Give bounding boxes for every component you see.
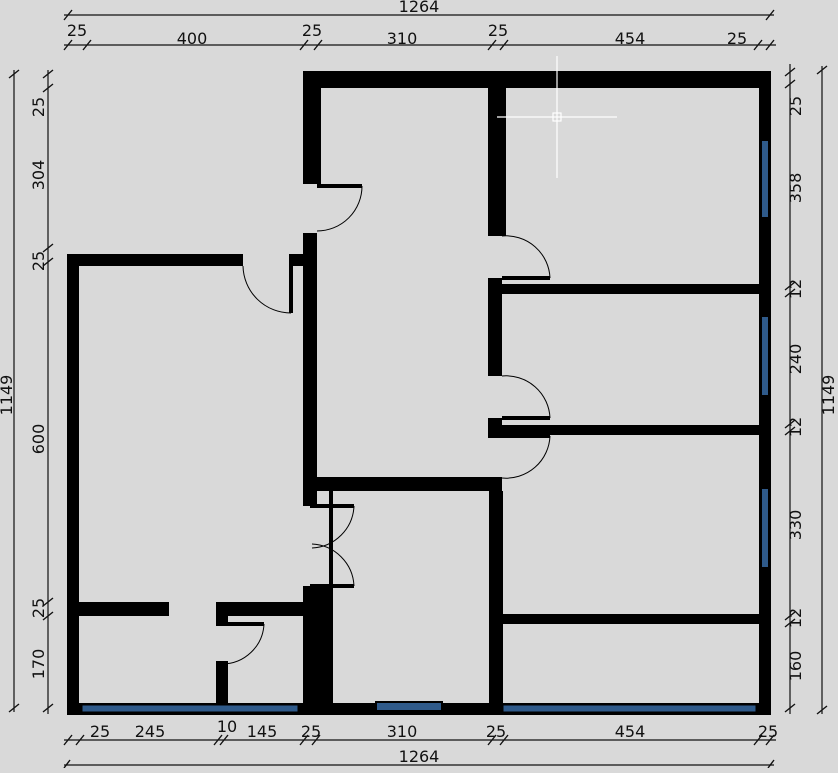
right-total-label: 1149 [819,375,838,416]
outer-wall-top-right [303,71,771,84]
left-dim-3: 25 [29,251,48,271]
right-dim-4: 240 [786,344,805,375]
right-dim-3: 12 [786,279,805,299]
top-dimensions: 1264 25 400 25 310 25 454 25 [63,0,776,51]
bottom-dim-8: 454 [615,722,646,741]
left-dim-1: 25 [29,97,48,117]
door-left-room-swing [242,265,292,314]
wall-hall-left [303,266,317,506]
top-total-label: 1264 [399,0,440,16]
wall-small-room-left [315,586,329,703]
wall-room-divider-1 [502,284,759,294]
wall-lower-stub [216,602,228,626]
hall-inner-left [317,84,321,184]
wall-lower-right [303,616,317,703]
top-dim-3: 25 [302,21,322,40]
outer-wall-top-left [67,254,243,266]
top-dim-6: 454 [615,29,646,48]
wall-hall-bottom [317,477,502,491]
wall-lower-mid [216,602,317,616]
left-dim-5: 25 [29,598,48,618]
wall-small-room-inner [329,491,333,703]
bottom-dim-7: 25 [486,722,506,741]
door-hall-top-swing [316,185,363,232]
wall-hall-right-1 [488,84,502,236]
door-small-room-top-swing [311,505,355,549]
bottom-dim-6: 310 [387,722,418,741]
wall-hall-right-2 [488,278,502,376]
bottom-dim-4: 145 [247,722,278,741]
left-dim-2: 304 [29,160,48,191]
bottom-total-label: 1264 [399,747,440,766]
door-small-room-bottom-swing [311,543,355,587]
right-dim-7: 12 [786,608,805,628]
wall-lower-left [79,602,169,616]
top-dim-4: 310 [387,29,418,48]
bottom-dim-2: 245 [135,722,166,741]
door-bathroom-swing [221,623,265,665]
door-bedroom-3-swing [501,435,551,479]
wall-room-divider-2 [502,425,759,435]
right-dimensions: 25 358 12 240 12 330 12 160 1149 [784,64,838,715]
right-dim-6: 330 [786,510,805,541]
right-dim-1: 25 [786,96,805,116]
wall-lower-column [216,661,228,703]
right-dim-8: 160 [786,651,805,682]
window-bottom-right [502,704,757,713]
bottom-dim-9: 25 [758,722,778,741]
top-dim-5: 25 [488,21,508,40]
top-dim-7: 25 [727,29,747,48]
top-dim-2: 400 [177,29,208,48]
left-room-inner-face [82,268,299,270]
left-dimensions: 1149 25 304 25 600 25 170 [0,69,54,714]
top-dim-1: 25 [67,21,87,40]
outer-wall-left [67,254,79,715]
door-bedroom-2-swing [501,375,551,419]
window-bottom-left [81,704,299,713]
doors [221,184,755,665]
right-dim-5: 12 [786,417,805,437]
wall-hall-right-3 [488,418,502,438]
door-bedroom-1-swing [501,235,551,279]
wall-right-inner-top [502,84,759,88]
window-right-1 [760,139,770,219]
wall-right-inner-left [502,88,506,236]
left-dim-6: 170 [29,649,48,680]
bottom-dimensions: 25 245 10 145 25 310 25 454 25 1264 [63,717,778,769]
window-right-3 [760,487,770,569]
right-dim-2: 358 [786,173,805,204]
bottom-dim-3: 10 [217,717,237,736]
left-dim-4: 600 [29,424,48,455]
hall-inner-top [317,84,492,88]
windows [81,139,770,713]
bottom-dim-1: 25 [90,722,110,741]
window-bottom-mid [375,701,443,712]
outer-wall-step-ledge [289,254,317,266]
wall-right-column [489,491,503,703]
crosshair-cursor-icon [497,56,617,178]
left-total-label: 1149 [0,375,16,416]
outer-wall-step [303,71,317,184]
bottom-dim-5: 25 [301,722,321,741]
window-right-2 [760,315,770,397]
